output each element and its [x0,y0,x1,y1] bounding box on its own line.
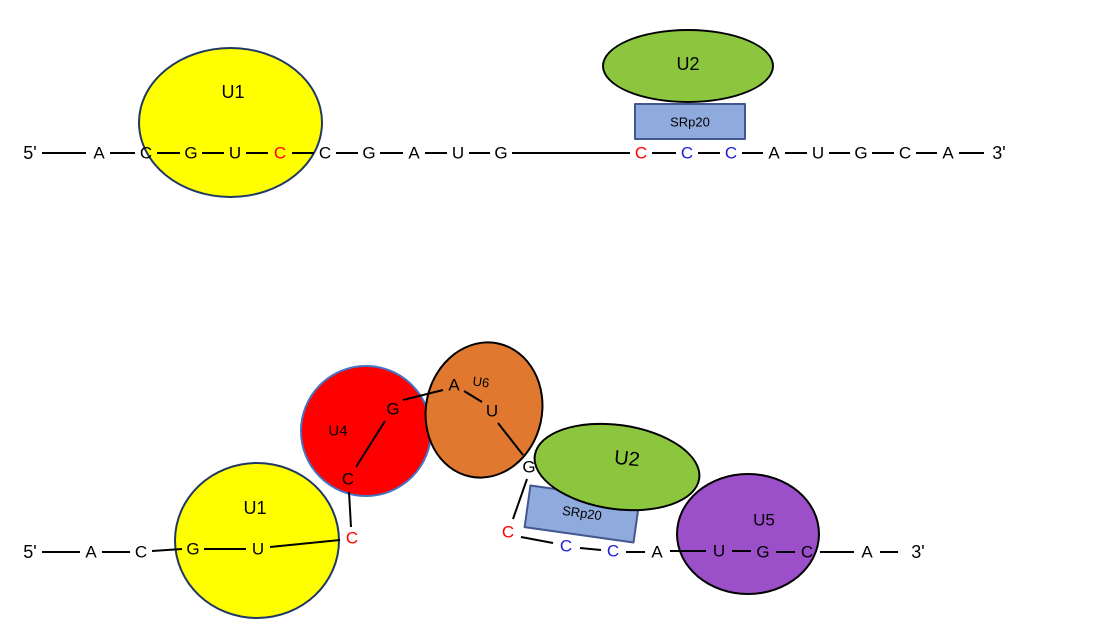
nucleotide: C [134,542,148,562]
nucleotide: C [345,528,359,548]
nucleotide: A [651,542,663,562]
nucleotide: C [559,536,573,556]
nucleotide: C [898,143,912,163]
u5-label-bottom: U5 [753,510,775,530]
nucleotide: C [139,143,153,163]
nucleotide: A [448,375,460,395]
u4-label-bottom: U4 [328,422,348,440]
nucleotide: C [634,143,648,163]
u5-snrnp-bottom [676,473,820,595]
nucleotide: G [494,143,508,163]
nucleotide: U [485,401,499,421]
nucleotide: C [724,143,738,163]
nucleotide: A [93,143,105,163]
nucleotide: G [186,539,200,559]
nucleotide: G [854,143,868,163]
five-prime-label-bottom: 5' [23,542,37,562]
u1-label-top: U1 [221,82,245,102]
nucleotide: C [341,469,355,489]
five-prime-label-top: 5' [23,143,37,163]
nucleotide: A [861,542,873,562]
nucleotide: G [756,542,770,562]
nucleotide: U [228,143,242,163]
nucleotide: A [942,143,954,163]
nucleotide: A [768,143,780,163]
nucleotide: A [408,143,420,163]
srp20-label-top: SRp20 [670,114,710,130]
nucleotide: C [318,143,332,163]
nucleotide: G [386,399,400,419]
nucleotide: C [680,143,694,163]
nucleotide: U [451,143,465,163]
u2-label-bottom: U2 [613,446,641,472]
nucleotide: C [800,542,814,562]
three-prime-label-bottom: 3' [911,542,925,562]
nucleotide: C [273,143,287,163]
nucleotide: A [85,542,97,562]
u2-snrnp-top [602,29,774,103]
nucleotide: G [362,143,376,163]
u1-snrnp-top [138,47,323,198]
u4-snrnp-bottom [300,365,432,497]
nucleotide: U [251,539,265,559]
nucleotide: G [184,143,198,163]
srp20-box-top [634,103,746,140]
three-prime-label-top: 3' [992,143,1006,163]
nucleotide: G [522,457,536,477]
u6-label-bottom: U6 [471,373,491,391]
u1-label-bottom: U1 [243,498,267,518]
u2-label-top: U2 [676,54,700,74]
nucleotide: C [606,541,620,561]
nucleotide: C [501,522,515,542]
nucleotide: U [811,143,825,163]
nucleotide: U [712,541,726,561]
